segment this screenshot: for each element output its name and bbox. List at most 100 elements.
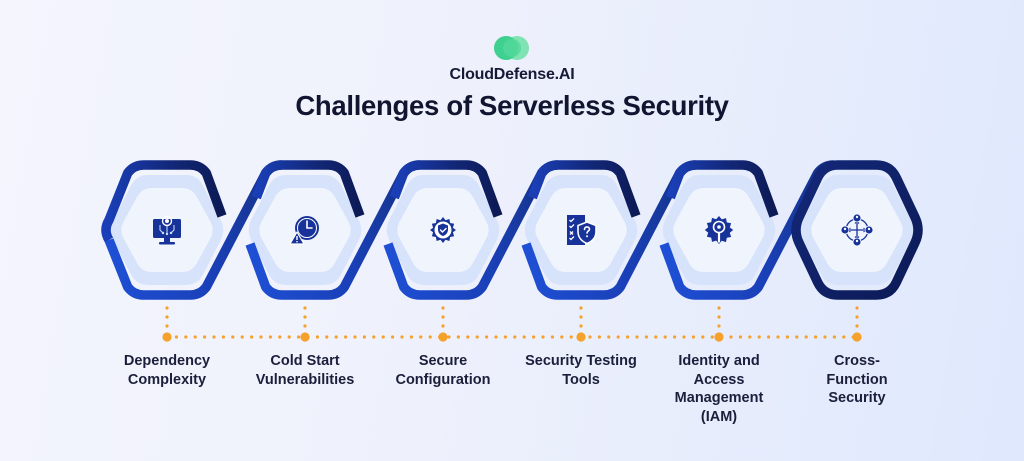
connector-dot (325, 335, 329, 339)
connector-dot (494, 335, 498, 339)
hexagon-outline (791, 160, 923, 300)
connector-dot (259, 335, 263, 339)
hexagon-top-stroke (101, 160, 227, 243)
connector-dot (231, 335, 235, 339)
connector-dot (682, 335, 686, 339)
connector-dot (381, 335, 385, 339)
connector-dot (441, 324, 445, 328)
hexagon-top-stroke (389, 160, 503, 218)
connector-dot (855, 324, 859, 328)
connector-dot (710, 335, 714, 339)
challenge-hexagon (248, 175, 362, 285)
connector-dot (717, 315, 721, 319)
connector-dot (814, 335, 818, 339)
connector-node (714, 332, 724, 342)
connector-dot (654, 335, 658, 339)
connector-dot (644, 335, 649, 339)
connector-dot (541, 335, 545, 339)
hexagon-top-stroke (527, 160, 641, 218)
brand-name: CloudDefense.AI (449, 66, 575, 83)
connector-dot (409, 335, 413, 339)
connector-dot (503, 335, 507, 339)
connector-dot (663, 335, 667, 339)
connector-node (162, 332, 172, 342)
connector-dot (607, 335, 611, 339)
connector-dot (344, 335, 348, 339)
connector-dot (579, 306, 583, 310)
connector-dot (334, 335, 338, 339)
connector-dot (785, 335, 790, 339)
connector-dot (165, 324, 169, 328)
connector-dot (579, 315, 583, 319)
challenge-hexagon (662, 175, 776, 285)
connector-dot (400, 335, 404, 339)
challenge-hexagon (110, 175, 224, 285)
connector-dot (441, 315, 445, 319)
connector-dot (560, 335, 564, 339)
page-title: Challenges of Serverless Security (295, 90, 729, 121)
connector-dot (485, 335, 489, 339)
connector-node (438, 332, 448, 342)
connector-dot (823, 335, 827, 339)
connector-dot (717, 324, 721, 328)
connector-dot (842, 335, 846, 339)
connector-dot (165, 315, 169, 319)
connector-dot (757, 335, 761, 339)
connector-node (300, 332, 310, 342)
connector-dot (268, 335, 272, 339)
connector-node (576, 332, 586, 342)
connector-node (852, 332, 862, 342)
connector-dot (804, 335, 808, 339)
connector-dot (287, 335, 291, 339)
connector-dot (738, 335, 743, 339)
connector-dot (315, 335, 319, 339)
connector-dot (203, 335, 207, 339)
connector-dot (532, 335, 536, 339)
connector-dot (466, 335, 470, 339)
connector-dot (691, 335, 696, 339)
connector-dot (353, 335, 357, 339)
brand-logo: CloudDefense.AI (0, 34, 1024, 84)
connector-dot (701, 335, 705, 339)
connector-dot (626, 335, 630, 339)
connector-dot (303, 306, 307, 310)
connector-dot (795, 335, 799, 339)
connector-dot (717, 306, 721, 310)
connector-dot (729, 335, 733, 339)
connector-dot (250, 335, 254, 339)
connector-dot (193, 335, 197, 339)
cloud-logo-icon (494, 36, 529, 60)
connector-dot (673, 335, 677, 339)
connector-dot (362, 335, 366, 339)
connector-dot (475, 335, 479, 339)
connector-dot (174, 335, 178, 339)
connector-dot (428, 335, 432, 339)
connector-dot (303, 315, 307, 319)
connector-dot (441, 306, 445, 310)
hexagon-top-stroke (665, 160, 779, 218)
connector-dot (579, 324, 583, 328)
connector-dot (456, 335, 460, 339)
connector-dot (767, 335, 771, 339)
connector-dot (184, 335, 188, 339)
connector-dot (748, 335, 752, 339)
connector-dot (513, 335, 517, 339)
connector-dot (550, 335, 555, 339)
connector-dot (419, 335, 423, 339)
challenge-hexagon (524, 175, 638, 285)
connector-dot (776, 335, 780, 339)
connector-dot (616, 335, 620, 339)
challenge-hexagon (800, 175, 914, 285)
connector-dot (855, 315, 859, 319)
connector-dot (522, 335, 526, 339)
connector-dot (278, 335, 282, 339)
connector-dot (372, 335, 376, 339)
connector-dot (297, 335, 301, 339)
connector-dot (635, 335, 639, 339)
challenge-hexagon (386, 175, 500, 285)
connector-dot (855, 306, 859, 310)
connector-dot (391, 335, 395, 339)
connector-dot (303, 324, 307, 328)
connector-dot (221, 335, 225, 339)
